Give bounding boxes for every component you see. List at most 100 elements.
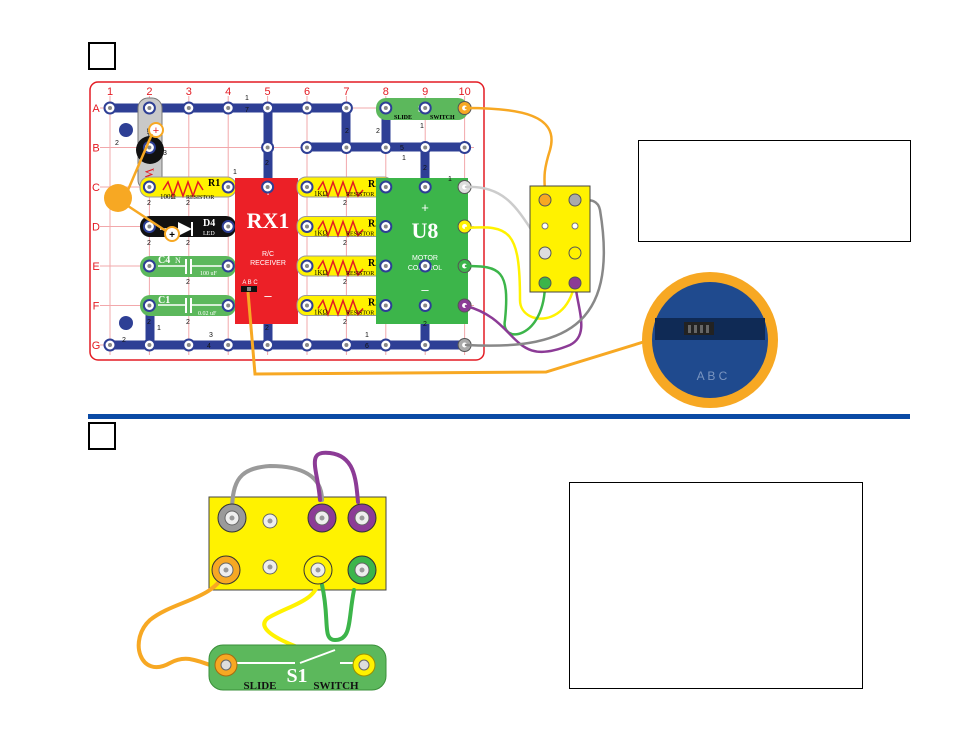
- jumper-post: [457, 219, 472, 234]
- svg-text:1: 1: [402, 155, 406, 162]
- snap-post: [379, 141, 393, 154]
- section-divider: [88, 414, 910, 419]
- snap-post: [458, 141, 472, 154]
- d4-type: LED: [203, 231, 215, 237]
- w1-plus: +: [153, 125, 159, 137]
- svg-text:1: 1: [233, 169, 237, 176]
- d4-plus-highlight: [164, 226, 180, 242]
- c4-value: 100 uF: [200, 271, 218, 277]
- snap-posts: [103, 101, 472, 352]
- s1-right: SWITCH: [430, 115, 455, 121]
- svg-text:7: 7: [245, 107, 249, 114]
- svg-text:2: 2: [345, 128, 349, 135]
- svg-text:6: 6: [365, 343, 369, 350]
- column-label: 5: [265, 86, 271, 98]
- snap-post: [261, 338, 275, 352]
- column-label: 10: [458, 86, 470, 98]
- orange-wire: [136, 568, 228, 670]
- snap-post: [418, 101, 432, 115]
- snap-post: [142, 101, 156, 115]
- svg-text:2: 2: [265, 160, 269, 167]
- snap-post: [300, 180, 314, 194]
- row-label: F: [93, 301, 100, 313]
- row-label: A: [92, 103, 100, 115]
- r1-type: RESISTOR: [186, 195, 214, 201]
- snap-post: [142, 220, 156, 233]
- d4-label: D4: [203, 218, 215, 229]
- snap-post: [300, 338, 314, 352]
- svg-text:2: 2: [343, 200, 347, 207]
- u8-plus: +: [421, 200, 429, 215]
- r2-type: RESISTOR: [346, 271, 374, 277]
- r2-label: R2: [368, 219, 380, 230]
- r2-label: R2: [368, 298, 380, 309]
- snap-post: [221, 299, 235, 312]
- snap-post: [182, 338, 196, 352]
- snap-post: [221, 259, 235, 273]
- snap-post: [379, 220, 393, 233]
- snap-post: [379, 101, 393, 115]
- u8-line1: MOTOR: [412, 255, 438, 262]
- svg-text:2: 2: [147, 240, 151, 247]
- svg-text:1: 1: [420, 123, 424, 130]
- svg-text:2: 2: [343, 240, 347, 247]
- snap-post: [221, 101, 235, 115]
- purple-loop: [312, 450, 360, 504]
- snap-post: [300, 141, 314, 154]
- jumper-post: [457, 338, 472, 352]
- column-label: 4: [225, 86, 231, 98]
- note-box-bottom: [569, 482, 863, 689]
- snap-post: [142, 299, 156, 312]
- c4-capacitor: C4 N 100 uF: [140, 255, 236, 277]
- snap-post: [379, 338, 393, 352]
- svg-text:2: 2: [122, 337, 126, 344]
- r2-label: R2: [368, 258, 380, 269]
- s1-left-bottom: SLIDE: [243, 680, 276, 692]
- snap-post: [339, 141, 353, 154]
- r1-value: 100Ω: [160, 193, 176, 201]
- purple-jumper-top: [464, 281, 583, 354]
- terminal-post: [262, 559, 278, 575]
- terminal-connector: [307, 503, 337, 533]
- jumper-post: [457, 101, 472, 115]
- green-jumper-top: [464, 264, 547, 336]
- gray-jumper-top: [464, 198, 606, 347]
- r2-label: R2: [368, 179, 380, 190]
- r2-type: RESISTOR: [346, 232, 374, 238]
- svg-text:2: 2: [376, 128, 380, 135]
- column-label: 9: [422, 86, 428, 98]
- snap-post: [182, 101, 196, 115]
- r2-resistor: R2 1KΩ RESISTOR: [296, 255, 394, 278]
- svg-text:4: 4: [207, 343, 211, 350]
- d4-plus: +: [169, 230, 175, 241]
- snap-post: [379, 299, 393, 312]
- svg-text:2: 2: [186, 240, 190, 247]
- callout-dot: [104, 184, 132, 212]
- snap-post: [418, 180, 432, 194]
- highlight-callouts: A B C: [104, 133, 778, 408]
- snap-post: [261, 101, 275, 115]
- column-label: 6: [304, 86, 310, 98]
- snap-post: [418, 338, 432, 352]
- column-label: 1: [107, 86, 113, 98]
- svg-text:2: 2: [147, 319, 151, 326]
- terminal-connector: [211, 555, 241, 585]
- svg-text:2: 2: [186, 200, 190, 207]
- terminal-connector: [217, 503, 247, 533]
- row-label: D: [92, 222, 100, 234]
- r2-value: 1KΩ: [314, 269, 328, 277]
- snap-post: [300, 299, 314, 312]
- svg-text:2: 2: [186, 279, 190, 286]
- r2-type: RESISTOR: [346, 311, 374, 317]
- snap-post: [142, 180, 156, 194]
- snap-post: [300, 101, 314, 115]
- c4-type: N: [175, 256, 181, 265]
- terminal-block-top: [529, 185, 591, 293]
- rx1-receiver: + RX1 R/C RECEIVER A B C –: [235, 178, 298, 324]
- terminal-connector: [303, 555, 333, 585]
- terminal-connector: [347, 555, 377, 585]
- svg-text:3: 3: [209, 332, 213, 339]
- column-label: 3: [186, 86, 192, 98]
